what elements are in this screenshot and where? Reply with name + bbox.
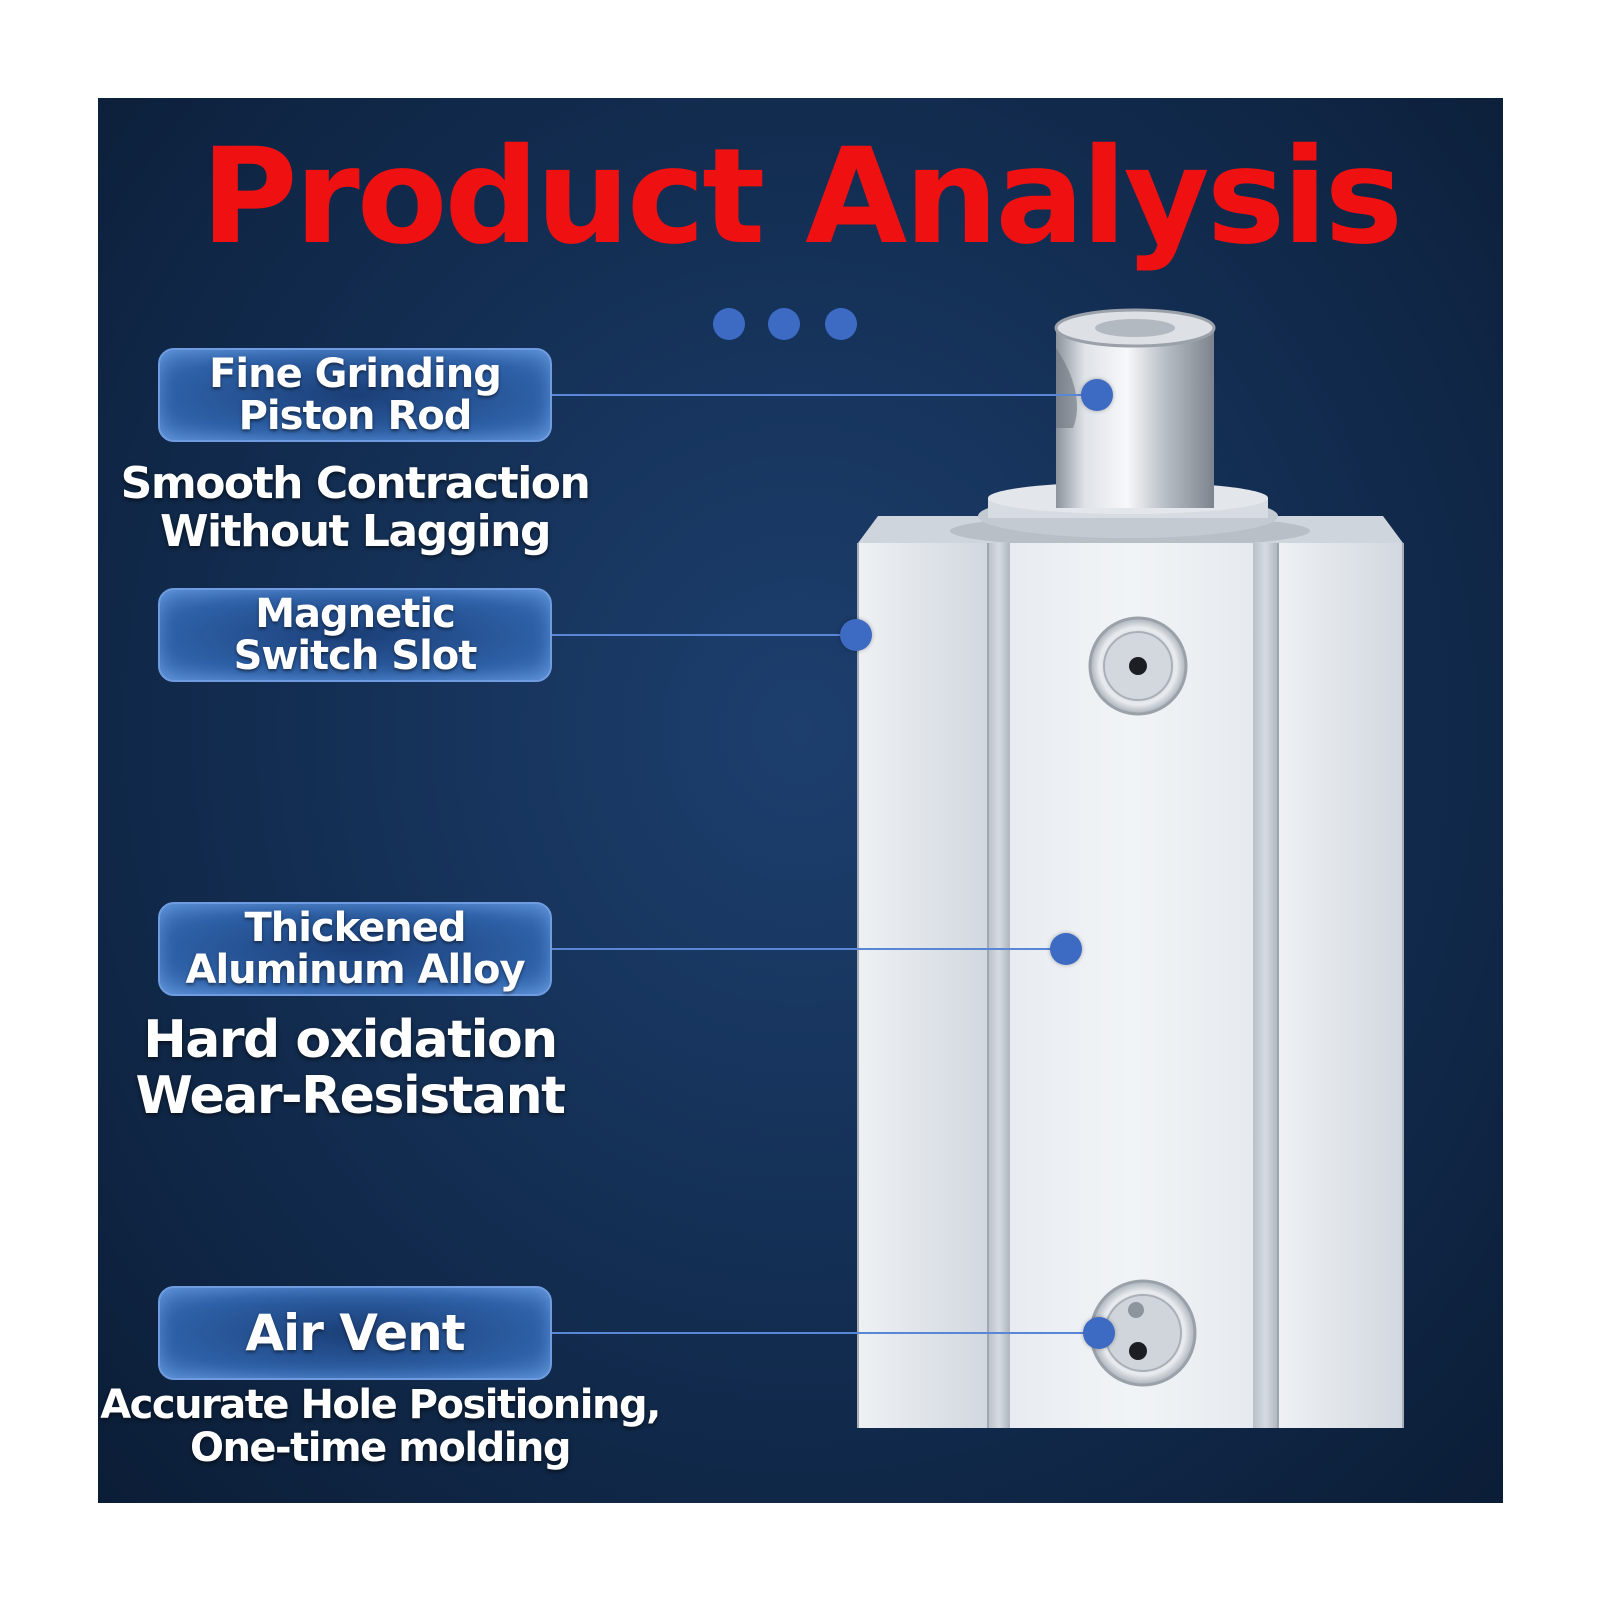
- label-line: Thickened: [244, 905, 466, 951]
- desc-accurate-hole-positioning: Accurate Hole Positioning, One-time mold…: [98, 1382, 662, 1472]
- desc-line: Wear-Resistant: [135, 1066, 566, 1127]
- label-line: Aluminum Alloy: [185, 947, 525, 993]
- label-thickened-aluminum-alloy: Thickened Aluminum Alloy: [158, 902, 552, 996]
- label-magnetic-switch-slot: Magnetic Switch Slot: [158, 588, 552, 682]
- label-air-vent: Air Vent: [158, 1286, 552, 1380]
- leader-line: [552, 1332, 1100, 1334]
- desc-smooth-contraction: Smooth Contraction Without Lagging: [98, 460, 612, 555]
- label-line: Fine Grinding: [209, 351, 502, 397]
- marker-dot: [1050, 933, 1082, 965]
- desc-line: Accurate Hole Positioning,: [100, 1382, 661, 1428]
- decor-dot-2: [768, 308, 800, 340]
- label-line: Air Vent: [245, 1303, 465, 1362]
- label-fine-grinding-piston-rod: Fine Grinding Piston Rod: [158, 348, 552, 442]
- desc-line: Smooth Contraction: [120, 458, 591, 509]
- cylinder-illustration: [857, 308, 1404, 1428]
- label-line: Switch Slot: [233, 633, 478, 679]
- desc-hard-oxidation: Hard oxidation Wear-Resistant: [98, 1012, 602, 1124]
- leader-line: [552, 634, 847, 636]
- desc-line: One-time molding: [189, 1425, 572, 1472]
- leader-line: [552, 394, 1097, 396]
- leader-line: [552, 948, 1067, 950]
- marker-dot: [1081, 379, 1113, 411]
- marker-dot: [840, 619, 872, 651]
- desc-line: Hard oxidation: [143, 1010, 558, 1070]
- product-panel: Product Analysis: [98, 98, 1503, 1503]
- label-line: Piston Rod: [238, 393, 473, 439]
- decor-dot-1: [713, 308, 745, 340]
- desc-line: Without Lagging: [160, 505, 552, 557]
- label-line: Magnetic: [255, 591, 456, 637]
- page-title: Product Analysis: [200, 120, 1403, 274]
- marker-dot: [1083, 1317, 1115, 1349]
- decor-dot-3: [825, 308, 857, 340]
